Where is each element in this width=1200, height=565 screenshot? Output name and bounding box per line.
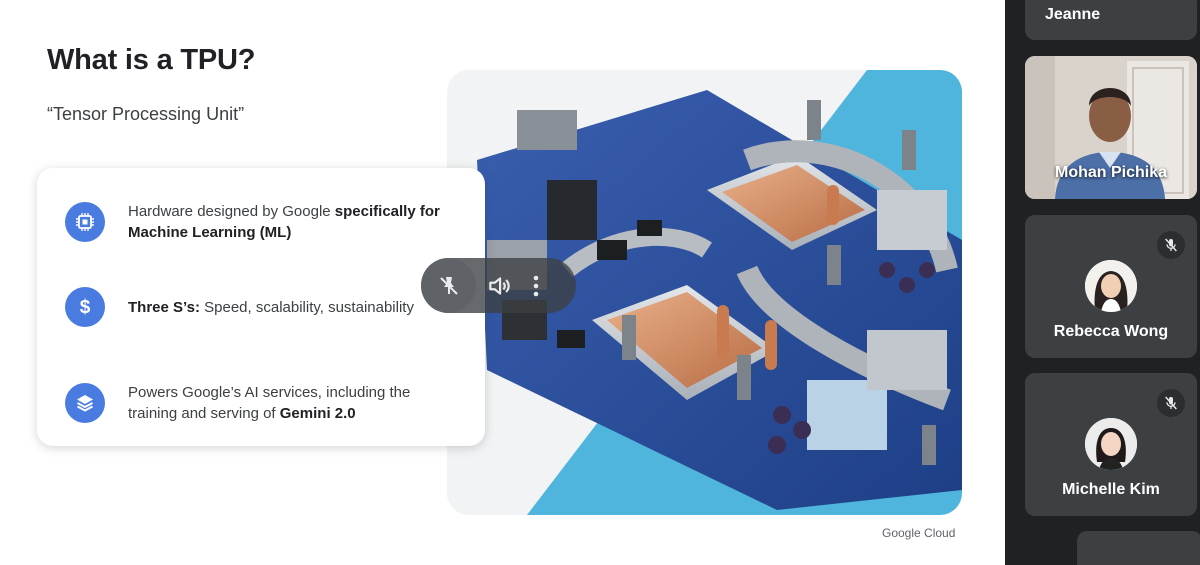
tpu-board-image	[447, 70, 962, 515]
participant-tile-partial[interactable]	[1077, 531, 1200, 565]
dollar-icon: $	[65, 287, 105, 327]
bullet-text-powers: Powers Google’s AI services, including t…	[128, 384, 411, 422]
layers-icon	[65, 383, 105, 423]
presentation-overlay-toolbar	[421, 258, 576, 313]
bullet-card: Hardware designed by Google specifically…	[37, 168, 485, 446]
participant-video	[1025, 56, 1197, 199]
avatar	[1085, 260, 1137, 312]
avatar	[1085, 418, 1137, 470]
bullet-text-three-s: Three S’s: Speed, scalability, sustainab…	[128, 298, 414, 316]
volume-button[interactable]	[476, 263, 522, 309]
participant-name: Michelle Kim	[1062, 481, 1160, 498]
slide-subtitle: “Tensor Processing Unit”	[47, 104, 245, 124]
bullet-text-hardware: Hardware designed by Google specifically…	[128, 203, 440, 241]
bullet-item-three-s: $ Three S’s: Speed, scalability, sustain…	[65, 287, 468, 327]
participant-tile-mohan[interactable]: Mohan Pichika	[1025, 56, 1197, 199]
mic-off-icon	[1165, 238, 1177, 252]
participant-tile-rebecca[interactable]: Rebecca Wong	[1025, 215, 1197, 358]
unpin-button[interactable]	[421, 258, 476, 313]
presentation-slide: What is a TPU? “Tensor Processing Unit”	[0, 0, 1005, 565]
google-cloud-logo: Google Cloud	[882, 526, 956, 540]
participant-name: Jeanne	[1045, 6, 1101, 23]
more-vertical-icon	[533, 275, 539, 296]
participant-tile-jeanne[interactable]: Jeanne	[1025, 0, 1197, 40]
bullet-item-powers: Powers Google’s AI services, including t…	[65, 382, 448, 424]
participant-name: Mohan Pichika	[1054, 164, 1168, 181]
volume-icon	[489, 276, 510, 295]
bullet-item-hardware: Hardware designed by Google specifically…	[65, 201, 458, 243]
mic-off-badge	[1157, 389, 1185, 417]
unpin-icon	[439, 276, 458, 295]
mic-off-icon	[1165, 396, 1177, 410]
more-options-button[interactable]	[526, 263, 546, 309]
slide-title: What is a TPU?	[47, 44, 256, 76]
participant-tile-michelle[interactable]: Michelle Kim	[1025, 373, 1197, 516]
mic-off-badge	[1157, 231, 1185, 259]
chip-icon	[65, 202, 105, 242]
participant-name: Rebecca Wong	[1053, 323, 1169, 340]
